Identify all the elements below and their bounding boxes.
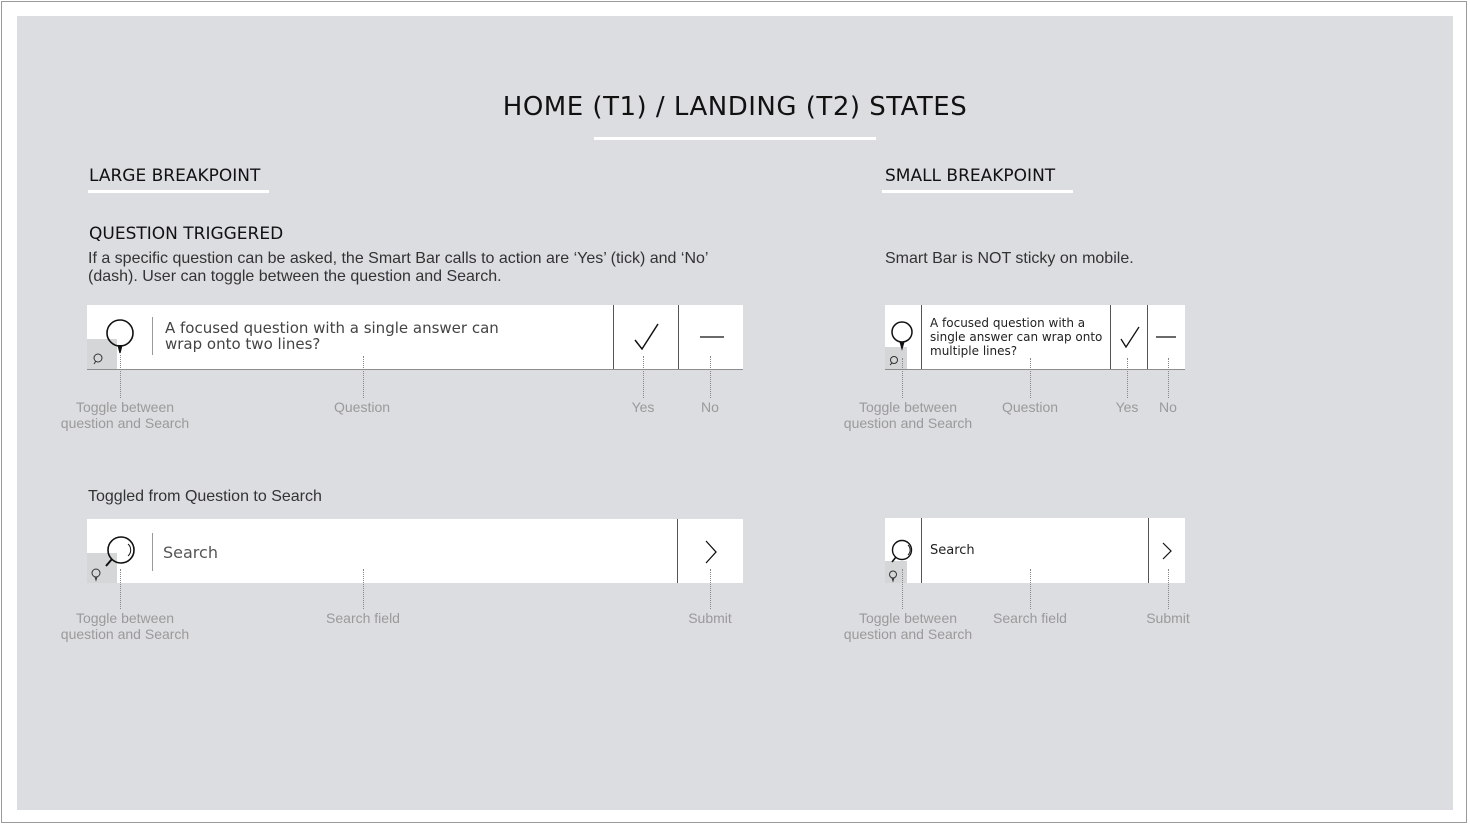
submit-button[interactable] [1149, 518, 1185, 583]
callout-toggle-label: Toggle between question and Search [60, 610, 190, 642]
question-toggle-button[interactable] [87, 305, 151, 369]
divider [921, 305, 922, 369]
callout-line [643, 356, 644, 398]
toggle-corner [87, 553, 117, 583]
callout-line [1030, 569, 1031, 609]
callout-search-field-label: Search field [326, 610, 400, 626]
callout-yes-label: Yes [631, 399, 655, 415]
large-heading-underline [88, 190, 269, 193]
divider [152, 533, 153, 571]
dash-icon [1156, 336, 1176, 338]
yes-button[interactable] [614, 305, 678, 369]
toggle-corner [885, 347, 907, 369]
callout-line [1168, 358, 1169, 398]
no-button[interactable] [679, 305, 743, 369]
divider [1147, 305, 1148, 369]
small-breakpoint-heading: SMALL BREAKPOINT [885, 166, 1056, 186]
title-underline [594, 137, 876, 140]
mini-question-icon [91, 568, 101, 582]
callout-search-field-label: Search field [993, 610, 1067, 626]
callout-line [710, 356, 711, 398]
small-search-smart-bar: Search [885, 518, 1185, 583]
callout-question-label: Question [1001, 399, 1059, 415]
search-bubble-icon [891, 539, 913, 563]
mini-search-icon [93, 353, 103, 365]
callout-line [902, 358, 903, 398]
question-text: A focused question with a single answer … [165, 319, 499, 353]
tick-icon [1120, 326, 1140, 349]
chevron-right-icon [1162, 542, 1172, 560]
divider [921, 518, 922, 583]
divider [152, 317, 153, 355]
callout-line [120, 569, 121, 609]
submit-button[interactable] [678, 519, 743, 583]
page-title: HOME (T1) / LANDING (T2) STATES [502, 92, 968, 122]
divider [677, 519, 678, 583]
callout-toggle-label: Toggle between question and Search [60, 399, 190, 431]
no-button[interactable] [1148, 305, 1185, 369]
callout-line [363, 356, 364, 398]
small-question-smart-bar: A focused question with a single answer … [885, 305, 1185, 370]
search-toggle-button[interactable] [885, 518, 921, 583]
divider [613, 305, 614, 369]
search-bubble-icon [105, 536, 135, 567]
question-toggle-button[interactable] [885, 305, 921, 369]
callout-line [902, 569, 903, 609]
chevron-right-icon [705, 540, 717, 564]
callout-no-label: No [1159, 399, 1177, 415]
mini-search-icon [889, 356, 898, 366]
callout-line [120, 355, 121, 398]
small-description: Smart Bar is NOT sticky on mobile. [885, 250, 1134, 267]
artboard-canvas [17, 16, 1453, 810]
large-breakpoint-heading: LARGE BREAKPOINT [89, 166, 261, 186]
search-input[interactable]: Search [930, 543, 975, 558]
divider [1148, 518, 1149, 583]
divider [1110, 305, 1111, 369]
callout-toggle-label: Toggle between question and Search [843, 399, 973, 431]
mini-question-icon [889, 570, 897, 583]
large-question-smart-bar: A focused question with a single answer … [87, 305, 743, 370]
callout-yes-label: Yes [1115, 399, 1139, 415]
question-bubble-icon [106, 319, 134, 354]
large-search-smart-bar: Search [87, 519, 743, 583]
dash-icon [700, 336, 724, 338]
question-text: A focused question with a single answer … [930, 316, 1103, 358]
toggled-label: Toggled from Question to Search [88, 488, 322, 505]
callout-line [1030, 358, 1031, 398]
question-bubble-icon [891, 321, 913, 351]
callout-no-label: No [701, 399, 719, 415]
tick-icon [634, 323, 659, 351]
callout-submit-label: Submit [688, 610, 732, 626]
search-input[interactable]: Search [163, 543, 218, 562]
divider [678, 305, 679, 369]
callout-question-label: Question [333, 399, 391, 415]
callout-line [1127, 358, 1128, 398]
callout-line [1168, 569, 1169, 609]
search-toggle-button[interactable] [87, 519, 151, 583]
large-description: If a specific question can be asked, the… [88, 250, 708, 285]
callout-toggle-label: Toggle between question and Search [843, 610, 973, 642]
callout-submit-label: Submit [1146, 610, 1190, 626]
callout-line [710, 569, 711, 609]
small-heading-underline [882, 190, 1073, 193]
yes-button[interactable] [1111, 305, 1147, 369]
question-triggered-heading: QUESTION TRIGGERED [89, 224, 284, 244]
callout-line [363, 569, 364, 609]
